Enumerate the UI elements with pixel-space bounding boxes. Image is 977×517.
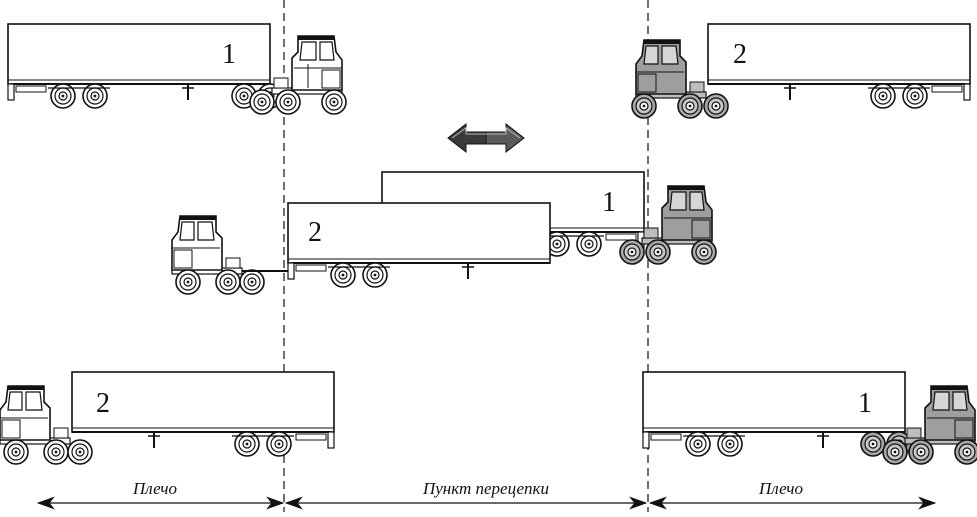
zone-label-left: Плечо (132, 479, 177, 498)
middle-trailer-2-number: 2 (308, 217, 322, 248)
top-right-trailer (708, 24, 970, 108)
middle-trailer-1-number: 1 (602, 187, 616, 218)
bottom-right-trailer-number: 1 (858, 388, 872, 419)
zone-label-right: Плечо (758, 479, 803, 498)
bottom-left-trailer-number: 2 (96, 388, 110, 419)
double-headed-arrow-icon (447, 122, 525, 154)
top-left-trailer-number: 1 (222, 39, 236, 70)
top-left-truck: 1 (8, 24, 346, 114)
top-left-trailer (8, 24, 283, 108)
middle-left-tractor (172, 216, 288, 294)
zone-label-center: Пункт перецепки (422, 479, 549, 498)
top-right-trailer-number: 2 (733, 39, 747, 70)
top-right-truck: 2 (632, 24, 970, 118)
bottom-left-truck: 2 (0, 372, 334, 464)
bottom-right-truck: 1 (643, 372, 977, 464)
middle-trailer-2 (288, 203, 550, 287)
bottom-left-trailer (72, 372, 334, 456)
